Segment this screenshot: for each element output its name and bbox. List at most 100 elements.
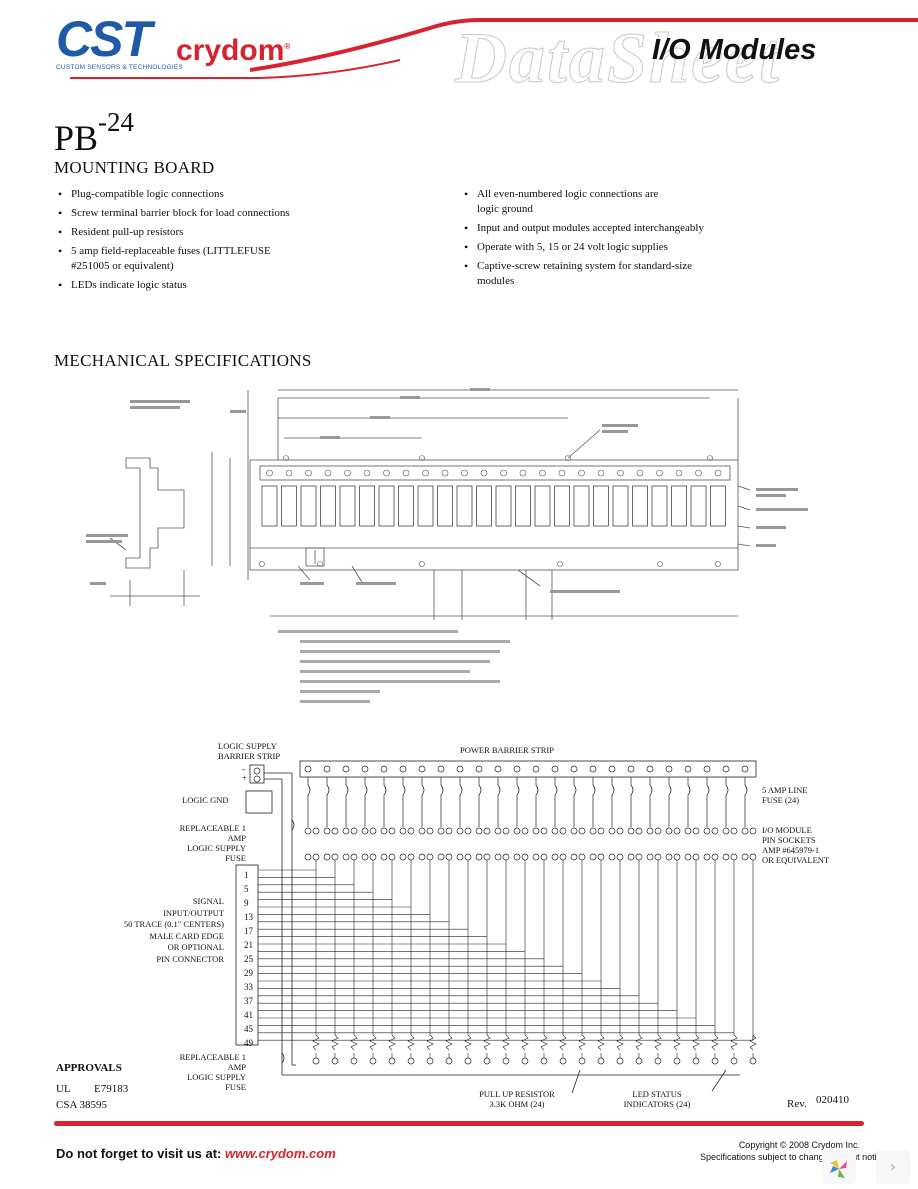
terminal-screw	[461, 469, 468, 477]
pull-up-resistor	[464, 1034, 472, 1051]
line-fuse	[630, 777, 634, 827]
power-barrier-label: POWER BARRIER STRIP	[460, 745, 554, 755]
pull-up-resistor	[350, 1034, 358, 1051]
barrier-terminal	[304, 765, 312, 773]
led-indicator	[521, 1057, 529, 1065]
product-subtitle: MOUNTING BOARD	[54, 158, 215, 177]
page-title: I/O Modules	[652, 34, 817, 66]
led-indicator	[502, 1057, 510, 1065]
rev-value: 020410	[816, 1094, 849, 1106]
terminal-screw	[500, 469, 507, 477]
plus-label: +	[242, 773, 248, 783]
pin-socket	[399, 853, 407, 861]
pin-socket	[464, 853, 472, 861]
footer-rule	[54, 1121, 864, 1126]
terminal-screw	[539, 469, 546, 477]
barrier-terminal	[684, 765, 692, 773]
pinwheel-icon[interactable]	[822, 1150, 856, 1184]
module-slot	[690, 485, 707, 527]
pin-socket	[673, 853, 681, 861]
module-slot	[437, 485, 453, 527]
pull-up-resistor	[331, 1034, 339, 1051]
barrier-terminal	[589, 765, 597, 773]
terminal-screw	[656, 469, 663, 477]
mounting-hole	[419, 455, 425, 461]
barrier-terminal	[532, 765, 540, 773]
pin-socket	[521, 827, 529, 835]
pull-up-resistor	[749, 1034, 757, 1051]
pull-up-resistor	[597, 1034, 605, 1051]
module-slot	[300, 485, 317, 527]
mounting-hole	[317, 561, 323, 567]
pull-up-resistor	[426, 1034, 434, 1051]
led-indicator	[464, 1057, 472, 1065]
header-swoosh	[70, 18, 918, 79]
barrier-terminal	[608, 765, 616, 773]
barrier-terminal	[551, 765, 559, 773]
pin-socket	[703, 827, 711, 835]
pin-socket	[456, 853, 464, 861]
pin-socket	[646, 853, 654, 861]
pin-socket	[730, 827, 738, 835]
pull-up-resistor	[559, 1034, 567, 1051]
mounting-hole	[657, 561, 663, 567]
website-link[interactable]: www.crydom.com	[225, 1146, 336, 1161]
pin-socket	[684, 853, 692, 861]
feature-item: Resident pull-up resistors	[56, 225, 376, 240]
pin-socket	[616, 827, 624, 835]
terminal-screw	[422, 469, 429, 477]
pin-socket	[483, 853, 491, 861]
barrier-terminal	[475, 765, 483, 773]
product-name: PB-24	[54, 107, 135, 158]
line-fuse	[573, 777, 577, 827]
terminal-screw	[519, 469, 527, 477]
pin-socket	[323, 853, 331, 861]
pin-socket	[608, 853, 616, 861]
mounting-hole	[565, 455, 571, 461]
pull-up-resistor	[635, 1034, 643, 1051]
module-slot	[534, 485, 551, 527]
pin-socket	[399, 827, 407, 835]
pull-up-resistor	[502, 1034, 510, 1051]
next-page-icon[interactable]: ›	[876, 1150, 910, 1184]
terminal-screw	[675, 469, 683, 477]
mounting-hole	[557, 561, 563, 567]
minus-label: -	[242, 764, 245, 774]
features-left: Plug-compatible logic connections Screw …	[56, 187, 376, 297]
terminal-screw	[324, 469, 332, 477]
led-indicator	[445, 1057, 453, 1065]
module-slot	[651, 485, 668, 527]
pin-socket	[665, 853, 673, 861]
pin-socket	[483, 827, 491, 835]
led-indicator	[692, 1057, 700, 1065]
module-slot	[593, 485, 609, 527]
pin-socket	[616, 853, 624, 861]
barrier-terminal	[627, 765, 635, 773]
led-indicator	[635, 1057, 643, 1065]
pull-up-resistor	[445, 1034, 453, 1051]
pin-socket	[426, 827, 434, 835]
pin-socket	[369, 827, 377, 835]
terminal-screw	[344, 469, 351, 477]
line-fuse	[497, 777, 501, 827]
pin-socket	[331, 827, 339, 835]
pin-socket	[635, 827, 643, 835]
feature-item: All even-numbered logic connections are …	[462, 187, 677, 217]
terminal-screw	[266, 469, 273, 477]
module-slot	[417, 485, 434, 527]
schematic-channels	[253, 765, 757, 1065]
pin-socket	[692, 827, 700, 835]
pull-up-resistor	[673, 1034, 681, 1051]
csa-value: CSA 38595	[56, 1099, 108, 1111]
pull-up-resistor	[654, 1034, 662, 1051]
terminal-screw	[617, 469, 624, 477]
line-fuse	[440, 777, 444, 827]
line-fuse	[744, 777, 748, 827]
module-slot	[476, 485, 492, 527]
led-indicator	[312, 1057, 320, 1065]
module-slot	[378, 485, 395, 527]
pin-socket	[369, 853, 377, 861]
